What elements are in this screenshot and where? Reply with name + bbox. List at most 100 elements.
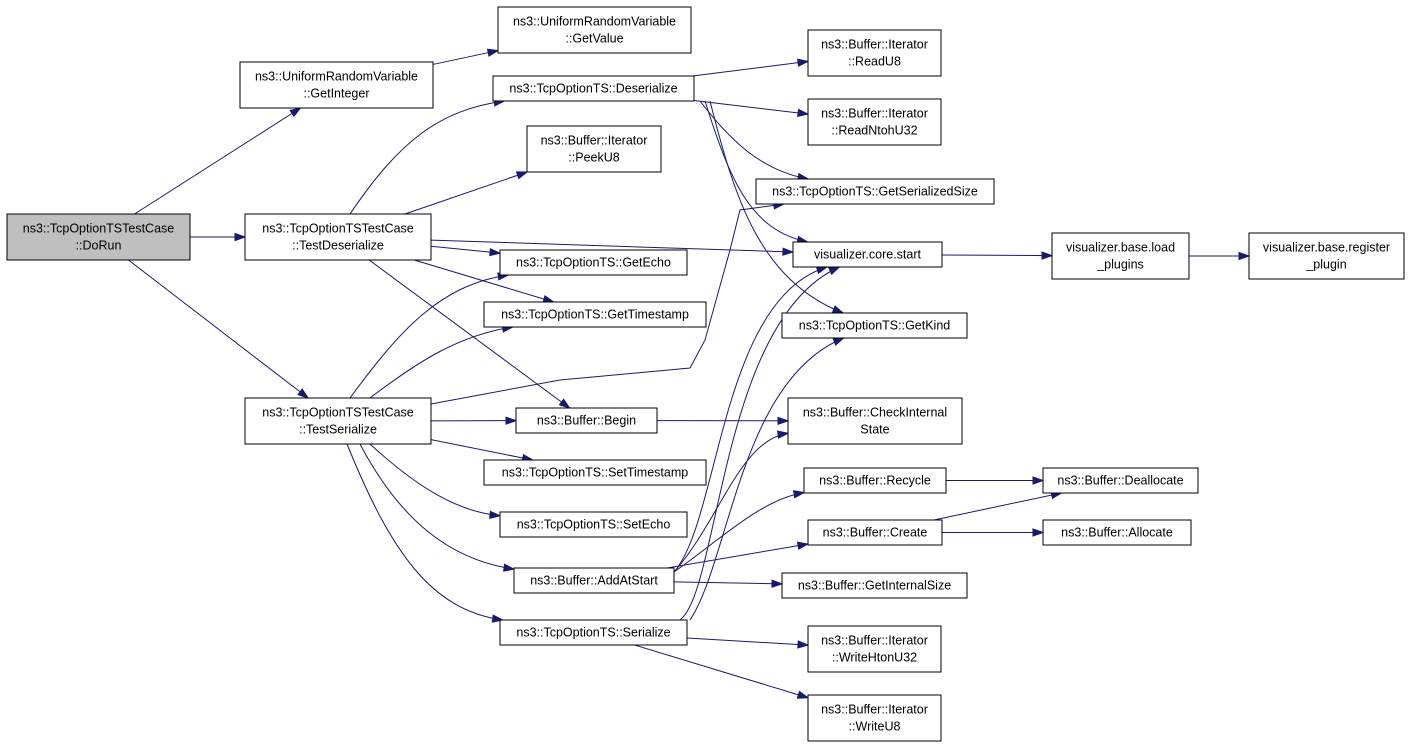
node-begin[interactable]: ns3::Buffer::Begin bbox=[515, 407, 658, 434]
edge-testserialize-to-getecho bbox=[349, 272, 510, 399]
node-testserialize[interactable]: ns3::TcpOptionTSTestCase::TestSerialize bbox=[244, 397, 432, 445]
node-serialize[interactable]: ns3::TcpOptionTS::Serialize bbox=[499, 619, 688, 646]
node-box bbox=[483, 459, 707, 486]
edge-create-to-deallocate bbox=[933, 491, 1063, 521]
node-getkind[interactable]: ns3::TcpOptionTS::GetKind bbox=[781, 312, 968, 339]
node-label: ns3::TcpOptionTSTestCase bbox=[262, 406, 414, 420]
node-allocate[interactable]: ns3::Buffer::Allocate bbox=[1042, 519, 1192, 546]
node-readu8[interactable]: ns3::Buffer::Iterator::ReadU8 bbox=[807, 29, 942, 77]
arrowhead-icon bbox=[486, 48, 500, 57]
node-recycle[interactable]: ns3::Buffer::Recycle bbox=[803, 467, 947, 494]
node-box bbox=[499, 511, 688, 538]
arrowhead-icon bbox=[489, 247, 502, 257]
node-box bbox=[6, 213, 191, 261]
node-box bbox=[781, 312, 968, 339]
edge-line bbox=[686, 637, 809, 646]
node-label: ns3::Buffer::Iterator bbox=[821, 107, 928, 121]
edge-testserialize-to-setecho bbox=[369, 443, 502, 519]
node-box bbox=[515, 407, 658, 434]
arrowhead-icon bbox=[503, 563, 516, 572]
node-label: ns3::UniformRandomVariable bbox=[255, 70, 418, 84]
edge-line bbox=[933, 492, 1062, 521]
node-label: ns3::TcpOptionTS::GetKind bbox=[799, 319, 951, 333]
node-writeu8[interactable]: ns3::Buffer::Iterator::WriteU8 bbox=[807, 694, 942, 742]
arrowhead-icon bbox=[782, 247, 795, 256]
edge-line bbox=[673, 432, 789, 573]
arrowhead-icon bbox=[558, 398, 571, 409]
edge-testserialize-to-addatstart bbox=[359, 443, 516, 572]
edge-testdeserialize-to-deserialize bbox=[349, 98, 506, 215]
node-loadplugins[interactable]: visualizer.base.load _plugins bbox=[1051, 232, 1190, 280]
node-label: ns3::TcpOptionTS::SetTimestamp bbox=[502, 466, 688, 480]
edge-deserialize-to-getkind bbox=[709, 100, 845, 314]
edge-testserialize-to-gettimestamp bbox=[369, 324, 515, 399]
node-getinteger[interactable]: ns3::UniformRandomVariable::GetInteger bbox=[239, 61, 434, 109]
node-deserialize[interactable]: ns3::TcpOptionTS::Deserialize bbox=[492, 75, 695, 102]
arrowhead-icon bbox=[796, 690, 810, 699]
edge-dorun-to-testserialize bbox=[128, 259, 310, 399]
node-vizstart[interactable]: visualizer.core.start bbox=[792, 241, 943, 268]
node-label: visualizer.core.start bbox=[814, 248, 922, 262]
edge-serialize-to-writeu8 bbox=[634, 644, 810, 699]
node-box bbox=[244, 397, 432, 445]
node-label: ns3::Buffer::Allocate bbox=[1061, 526, 1173, 540]
node-label: ::GetValue bbox=[565, 32, 623, 46]
node-label: ns3::Buffer::Iterator bbox=[821, 634, 928, 648]
edge-testserialize-to-settimestamp bbox=[430, 439, 535, 463]
node-label: ns3::Buffer::CheckInternal bbox=[803, 406, 947, 420]
node-label: State bbox=[860, 423, 889, 437]
node-getinternalsize[interactable]: ns3::Buffer::GetInternalSize bbox=[781, 572, 968, 599]
node-peeku8[interactable]: ns3::Buffer::Iterator::PeekU8 bbox=[526, 125, 662, 173]
node-box bbox=[803, 467, 947, 494]
node-box bbox=[807, 694, 942, 742]
edge-line bbox=[679, 266, 840, 621]
node-getvalue[interactable]: ns3::UniformRandomVariable::GetValue bbox=[497, 6, 692, 54]
node-readntohu32[interactable]: ns3::Buffer::Iterator::ReadNtohU32 bbox=[807, 98, 942, 146]
node-box bbox=[513, 567, 675, 594]
edge-line bbox=[693, 99, 809, 115]
edge-line bbox=[404, 171, 528, 215]
node-deallocate[interactable]: ns3::Buffer::Deallocate bbox=[1042, 467, 1199, 494]
node-label: _plugins bbox=[1096, 258, 1144, 272]
node-box bbox=[792, 241, 943, 268]
edge-deserialize-to-getserializedsize bbox=[699, 100, 810, 182]
edge-line bbox=[941, 254, 1053, 257]
node-registerplugin[interactable]: visualizer.base.register_plugin bbox=[1248, 232, 1405, 280]
node-label: ns3::Buffer::Iterator bbox=[821, 703, 928, 717]
edge-testdeserialize-to-vizstart bbox=[430, 239, 795, 256]
arrowhead-icon bbox=[542, 294, 555, 303]
node-label: ::TestDeserialize bbox=[292, 239, 384, 253]
edge-line bbox=[673, 266, 828, 573]
node-create[interactable]: ns3::Buffer::Create bbox=[807, 519, 943, 546]
arrowhead-icon bbox=[797, 58, 810, 67]
edge-line bbox=[349, 100, 505, 215]
edge-line bbox=[349, 274, 509, 399]
node-dorun[interactable]: ns3::TcpOptionTSTestCase::DoRun bbox=[6, 213, 191, 261]
arrowhead-icon bbox=[832, 337, 846, 346]
node-box bbox=[239, 61, 434, 109]
node-addatstart[interactable]: ns3::Buffer::AddAtStart bbox=[513, 567, 675, 594]
node-box bbox=[244, 213, 432, 261]
node-label: ::DoRun bbox=[76, 239, 122, 253]
edge-line bbox=[368, 259, 570, 409]
edge-testdeserialize-to-gettimestamp bbox=[414, 259, 555, 303]
node-getserializedsize[interactable]: ns3::TcpOptionTS::GetSerializedSize bbox=[755, 178, 995, 205]
arrowhead-icon bbox=[1041, 251, 1054, 260]
node-testdeserialize[interactable]: ns3::TcpOptionTSTestCase::TestDeserializ… bbox=[244, 213, 432, 261]
node-box bbox=[787, 397, 963, 445]
node-label: ::GetInteger bbox=[303, 87, 369, 101]
node-setecho[interactable]: ns3::TcpOptionTS::SetEcho bbox=[499, 511, 688, 538]
edge-testdeserialize-to-begin bbox=[368, 259, 571, 409]
node-gettimestamp[interactable]: ns3::TcpOptionTS::GetTimestamp bbox=[483, 301, 707, 328]
node-label: ns3::Buffer::Iterator bbox=[821, 38, 928, 52]
edges-layer bbox=[128, 48, 1251, 699]
edge-addatstart-to-recycle bbox=[673, 490, 806, 573]
edge-begin-to-checkinternalstate bbox=[656, 416, 790, 426]
edge-deserialize-to-vizstart bbox=[704, 100, 810, 244]
node-getecho[interactable]: ns3::TcpOptionTS::GetEcho bbox=[499, 249, 688, 276]
node-writehtonu32[interactable]: ns3::Buffer::Iterator::WriteHtonU32 bbox=[807, 625, 942, 673]
edge-loadplugins-to-registerplugin bbox=[1189, 251, 1251, 261]
node-settimestamp[interactable]: ns3::TcpOptionTS::SetTimestamp bbox=[483, 459, 707, 486]
node-label: visualizer.base.load bbox=[1066, 241, 1175, 255]
